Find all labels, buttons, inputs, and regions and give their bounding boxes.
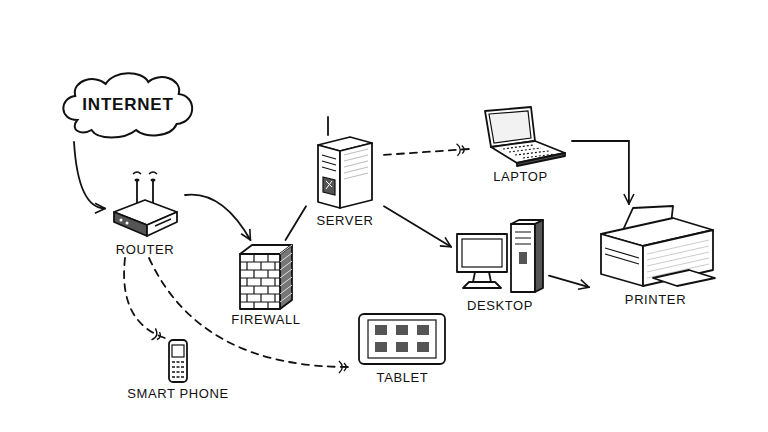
printer-icon [593,204,718,290]
node-label: ROUTER [105,242,185,258]
network-link [549,276,589,288]
laptop-icon [473,105,568,167]
desktop-node: DESKTOP [451,218,549,314]
node-label: SMART PHONE [123,386,233,402]
server-node: SERVER [306,115,384,229]
network-link [74,142,105,209]
node-label: LAPTOP [469,169,572,185]
node-label: PRINTER [589,292,722,308]
tablet-node: TABLET [351,310,454,386]
tablet-icon [355,310,450,368]
wireless-signal [152,328,161,339]
wireless-link [124,258,165,338]
phone-node: SMART PHONE [123,338,233,402]
wireless-link [384,149,469,155]
node-label: FIREWALL [227,312,305,328]
phone-icon [158,338,198,384]
network-link [384,206,451,247]
node-label: INTERNET [82,95,173,115]
network-link [286,206,307,240]
node-label: SERVER [306,213,384,229]
firewall-icon [236,240,296,310]
wireless-signal [457,144,465,156]
desktop-icon [455,218,545,296]
laptop-node: LAPTOP [469,105,572,185]
node-label: DESKTOP [451,298,549,314]
router-node: ROUTER [105,168,185,258]
cloud-node: INTERNET [57,68,199,142]
server-icon [310,115,380,211]
node-label: TABLET [351,370,454,386]
network-link [572,141,629,204]
printer-node: PRINTER [589,204,722,308]
router-icon [109,168,181,240]
network-link [185,195,250,240]
wireless-signal [339,361,346,373]
firewall-node: FIREWALL [227,240,305,328]
